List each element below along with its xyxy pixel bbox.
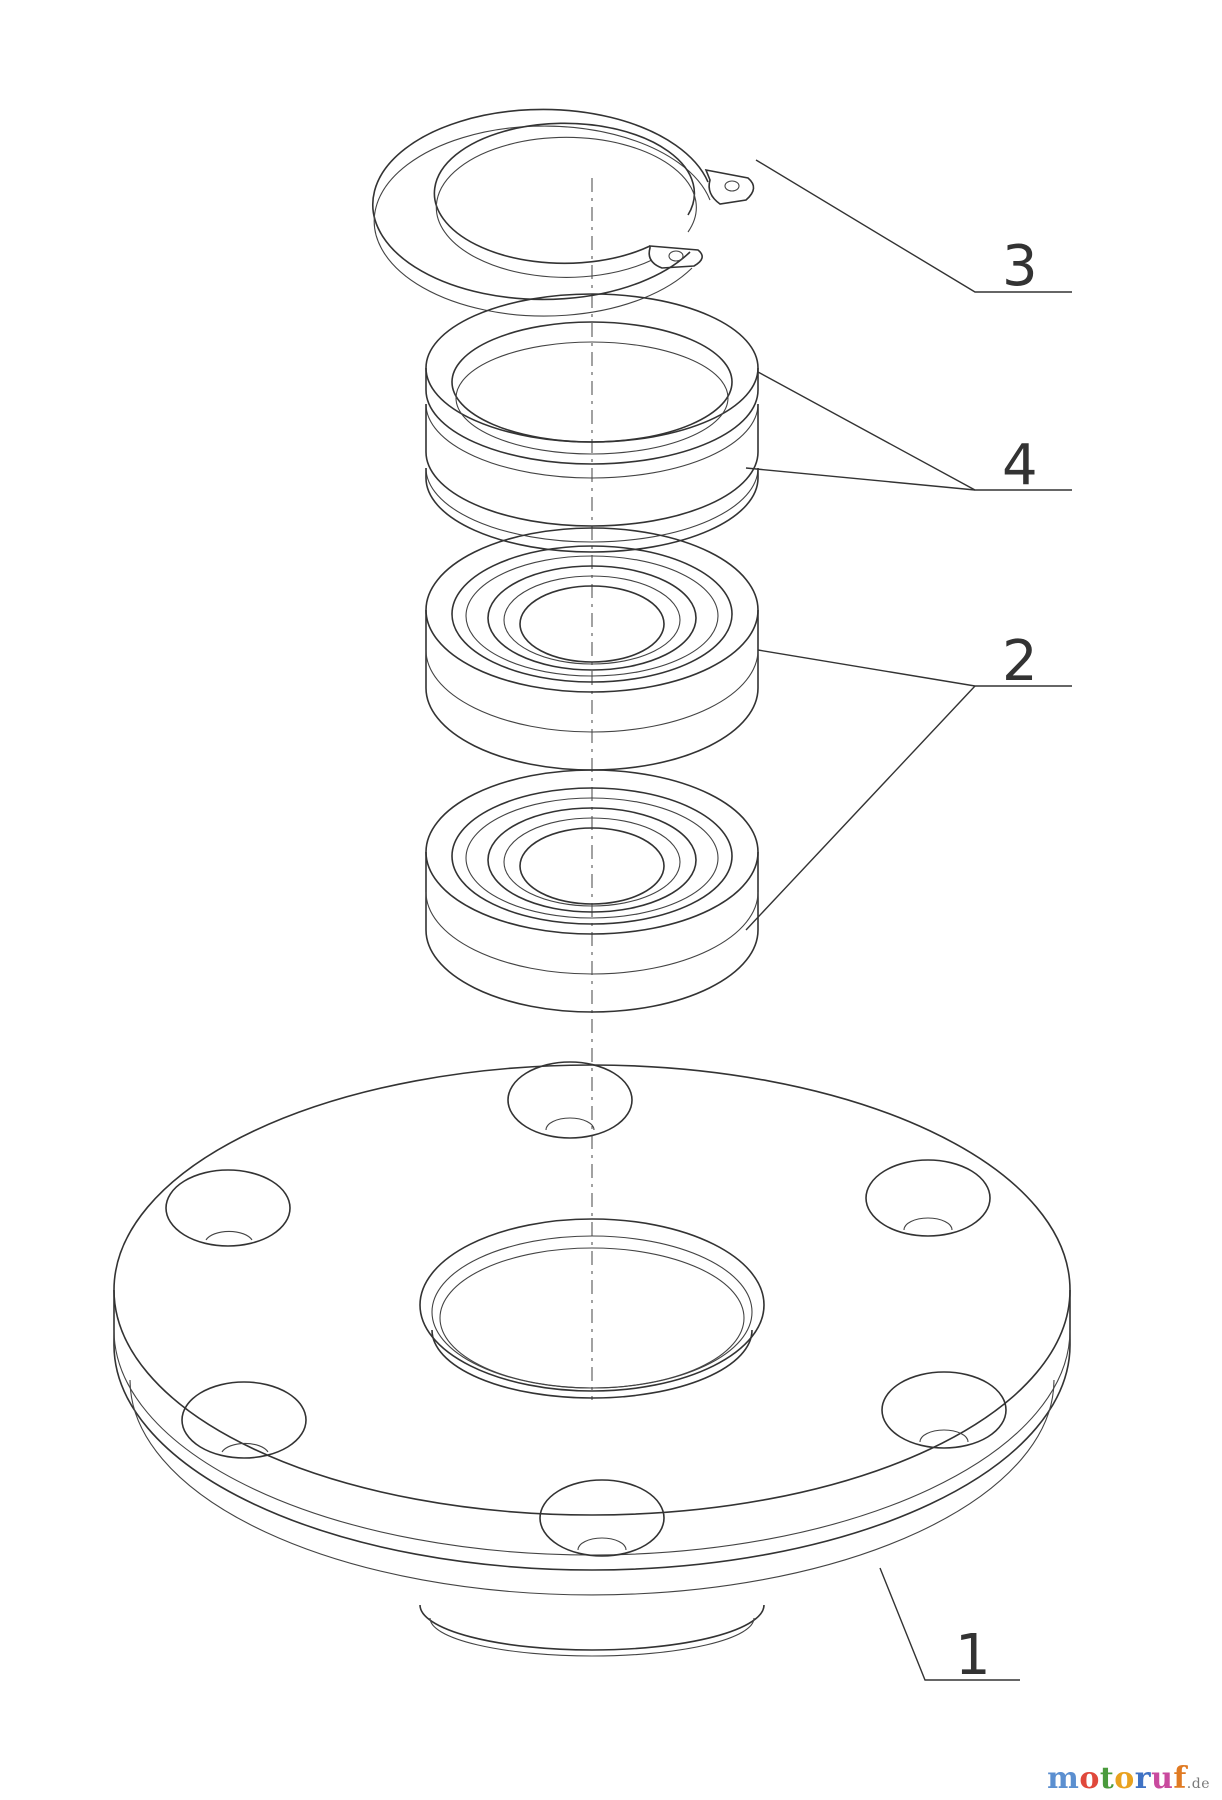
motoruf-watermark: motoruf.de xyxy=(1047,1761,1210,1796)
bolt-hole-upper-left xyxy=(165,1169,291,1247)
watermark-letter: u xyxy=(1151,1761,1174,1796)
bolt-hole-lower-left xyxy=(181,1381,307,1459)
watermark-letter: t xyxy=(1099,1761,1115,1796)
bearing-lower xyxy=(425,769,759,1013)
watermark-suffix: .de xyxy=(1186,1776,1210,1792)
bolt-hole-lower-right xyxy=(881,1371,1007,1449)
callout-2: 2 xyxy=(1002,629,1038,694)
bolt-hole-bottom xyxy=(539,1479,665,1557)
callout-1: 1 xyxy=(955,1623,991,1688)
watermark-letter: o xyxy=(1114,1761,1135,1796)
watermark-wordmark: motoruf xyxy=(1047,1761,1187,1796)
bearing-upper xyxy=(425,527,759,771)
bolt-hole-upper-right xyxy=(865,1159,991,1237)
watermark-letter: o xyxy=(1079,1761,1100,1796)
callout-4: 4 xyxy=(1002,433,1038,498)
circlip xyxy=(372,108,755,317)
watermark-letter: r xyxy=(1134,1761,1152,1796)
watermark-letter: m xyxy=(1047,1761,1080,1796)
watermark-letter: f xyxy=(1173,1761,1187,1796)
leader-lines xyxy=(745,159,1072,1681)
seal-rings xyxy=(425,293,759,553)
callout-3: 3 xyxy=(1002,234,1038,299)
flange-hub xyxy=(113,1061,1071,1657)
bolt-hole-top xyxy=(507,1061,633,1139)
